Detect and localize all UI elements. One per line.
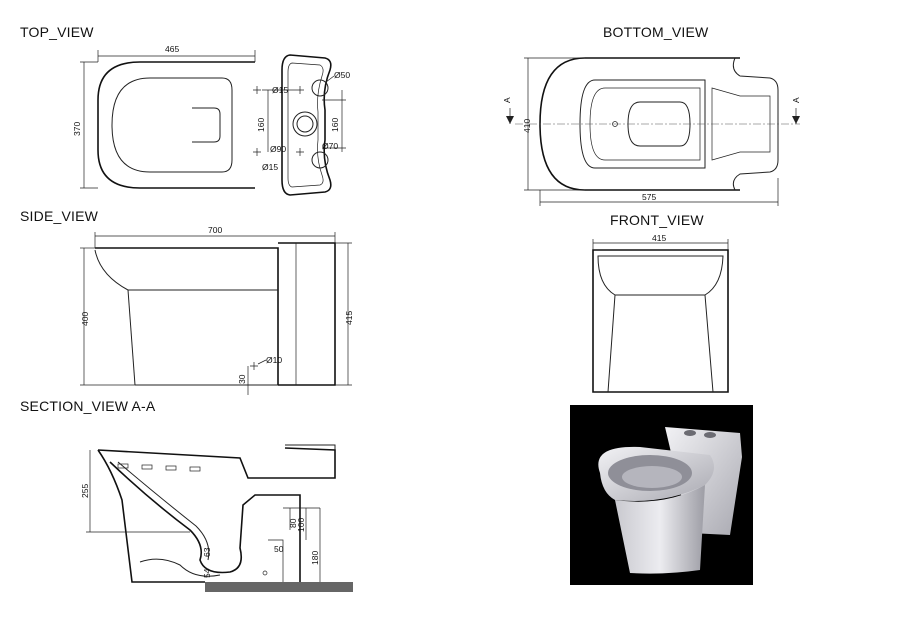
- label-d70: Ø70: [322, 141, 338, 151]
- side-bowl-curve: [94, 249, 278, 291]
- bottom-view: A A 410 575: [502, 57, 801, 206]
- marker-a-left: A: [502, 97, 512, 103]
- bottom-rear-chamber: [711, 87, 771, 161]
- front-frame: [592, 249, 729, 393]
- label-d90: Ø90: [270, 144, 286, 154]
- section-bowl-inner-2: [117, 461, 210, 561]
- dim-465: 465: [165, 44, 179, 54]
- label-d15-bottom: Ø15: [262, 162, 278, 172]
- dim-30: 30: [237, 374, 247, 384]
- dim-415-front: 415: [652, 233, 666, 243]
- label-d50: Ø50: [334, 70, 350, 80]
- section-floor: [205, 582, 353, 592]
- hole-50-lower: [311, 151, 329, 169]
- bottom-outlet: [627, 101, 691, 147]
- dim-410: 410: [522, 119, 532, 133]
- hole-90: [292, 111, 318, 137]
- side-inlet-cross: [250, 362, 258, 370]
- dim-400: 400: [80, 312, 90, 326]
- render-pedestal: [615, 485, 705, 574]
- top-bowl-outline: [97, 61, 255, 189]
- dim-100: 100: [296, 518, 306, 532]
- bottom-inner-ring: [579, 79, 706, 169]
- dim-700: 700: [208, 225, 222, 235]
- label-d15-top: Ø15: [272, 85, 288, 95]
- dim-180: 180: [310, 551, 320, 565]
- section-lid: [285, 444, 336, 450]
- dim-575: 575: [642, 192, 656, 202]
- cross-top: [253, 86, 261, 94]
- section-view-title: SECTION_VIEW A-A: [20, 398, 156, 414]
- section-outlet: [268, 539, 284, 582]
- toilet-render: [598, 427, 742, 574]
- dim-54: 54: [202, 568, 212, 578]
- front-bowl: [597, 255, 724, 296]
- side-view-title: SIDE_VIEW: [20, 208, 99, 224]
- side-tank: [278, 242, 336, 386]
- bottom-outer: [539, 57, 740, 191]
- top-inner-slot: [192, 107, 221, 143]
- dim-370: 370: [72, 122, 82, 136]
- section-trap: [139, 558, 221, 577]
- hole-50: [311, 79, 329, 97]
- front-view-title: FRONT_VIEW: [610, 212, 704, 228]
- front-pedestal: [607, 294, 714, 393]
- top-view-title: TOP_VIEW: [20, 24, 94, 40]
- side-pedestal: [127, 289, 136, 386]
- marker-a-right: A: [791, 97, 801, 103]
- dim-80: 80: [288, 518, 298, 528]
- cross-tank-top: [296, 86, 304, 94]
- section-view: 255 80 100 180 50 63 54: [80, 444, 353, 592]
- top-seat-opening: [111, 77, 233, 173]
- dim-415: 415: [344, 311, 354, 325]
- dim-160-left: 160: [256, 118, 266, 132]
- section-outer-wall: [97, 449, 205, 583]
- bottom-tank-profile: [732, 57, 779, 191]
- section-bowl-inner: [109, 461, 301, 582]
- hole-70: [296, 115, 314, 133]
- side-view: 700 400 415 Ø10 30: [80, 225, 354, 395]
- section-small-hole: [262, 570, 268, 576]
- dim-63: 63: [202, 547, 212, 557]
- section-top: [97, 447, 336, 479]
- dim-50: 50: [274, 544, 284, 554]
- dim-255: 255: [80, 484, 90, 498]
- bottom-inner-ring-2: [589, 87, 701, 161]
- top-tank-outline: [281, 54, 332, 196]
- cross-tank-bottom: [296, 148, 304, 156]
- dim-160-right: 160: [330, 118, 340, 132]
- cross-bottom: [253, 148, 261, 156]
- label-d10: Ø10: [266, 355, 282, 365]
- bottom-view-title: BOTTOM_VIEW: [603, 24, 709, 40]
- product-photo: [570, 405, 753, 585]
- top-tank-inner: [287, 62, 324, 188]
- side-top-edge: [95, 247, 279, 385]
- top-view: 465 370 160 160 Ø50 Ø15 Ø15 Ø90 Ø70: [72, 44, 350, 196]
- section-rim-holes: [117, 463, 201, 472]
- front-view: 415: [592, 233, 729, 393]
